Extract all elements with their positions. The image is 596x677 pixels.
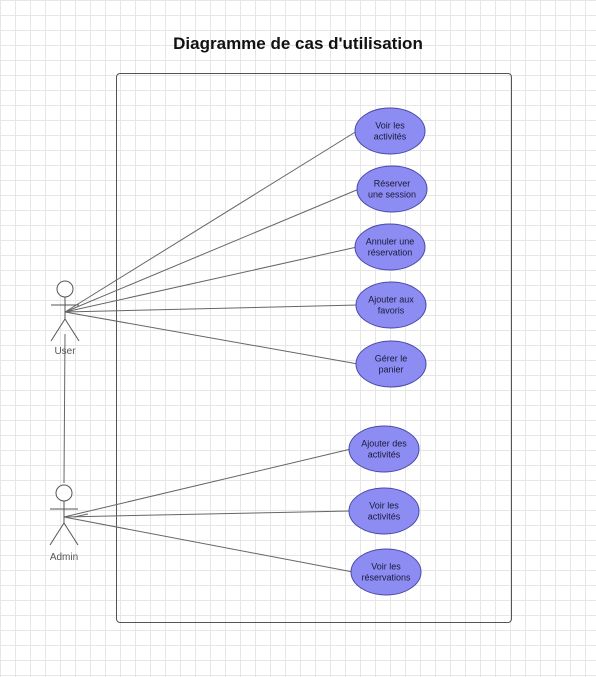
- association-line-ajouter-favoris: [64, 304, 359, 313]
- use-case-ellipse: [355, 340, 427, 388]
- actor-label: Admin: [50, 552, 78, 563]
- use-case-ellipse: [356, 165, 428, 213]
- use-case-label: Voir les: [371, 562, 401, 572]
- use-case-ellipse: [350, 548, 422, 596]
- use-case-label: une session: [368, 190, 416, 200]
- use-case-label: panier: [378, 365, 403, 375]
- actor-association-line: [63, 333, 66, 484]
- use-case-ellipse: [348, 487, 420, 535]
- actor-user[interactable]: User: [50, 280, 80, 357]
- use-case-ellipse: [355, 281, 427, 329]
- association-line-admin-voir-activites: [63, 510, 352, 518]
- actor-right-leg: [64, 318, 80, 342]
- association-line-gerer-panier: [64, 311, 359, 365]
- association-line-annuler-reservation: [64, 246, 358, 313]
- actor-left-leg: [49, 522, 65, 546]
- actor-head: [55, 484, 73, 502]
- system-boundary[interactable]: [116, 73, 512, 623]
- use-case-label: Voir les: [375, 121, 405, 131]
- actor-head: [56, 280, 74, 298]
- use-case-label: favoris: [378, 306, 405, 316]
- use-case-ellipse: [354, 223, 426, 271]
- use-case-ellipse: [348, 425, 420, 473]
- use-case-label: activités: [368, 512, 401, 522]
- diagram-title: Diagramme de cas d'utilisation: [173, 34, 423, 53]
- use-case-label: activités: [374, 132, 407, 142]
- use-case-label: Ajouter des: [361, 439, 407, 449]
- association-line-reserver-session: [64, 188, 360, 313]
- use-case-label: activités: [368, 450, 401, 460]
- use-case-label: Gérer le: [375, 354, 408, 364]
- use-case-label: Réserver: [374, 179, 411, 189]
- association-line-voir-activites: [64, 130, 358, 313]
- use-case-label: Annuler une: [366, 237, 415, 247]
- actor-right-leg: [63, 522, 79, 546]
- actor-admin[interactable]: Admin: [49, 484, 79, 563]
- actor-label: User: [54, 346, 76, 357]
- actor-left-leg: [50, 318, 66, 342]
- association-line-ajouter-activites: [63, 448, 352, 518]
- use-case-ellipse: [354, 107, 426, 155]
- use-case-label: Ajouter aux: [368, 295, 414, 305]
- association-line-voir-reservations: [63, 516, 354, 573]
- association-stub: [73, 513, 89, 518]
- use-case-label: réservation: [368, 248, 413, 258]
- use-case-label: réservations: [361, 573, 411, 583]
- use-case-label: Voir les: [369, 501, 399, 511]
